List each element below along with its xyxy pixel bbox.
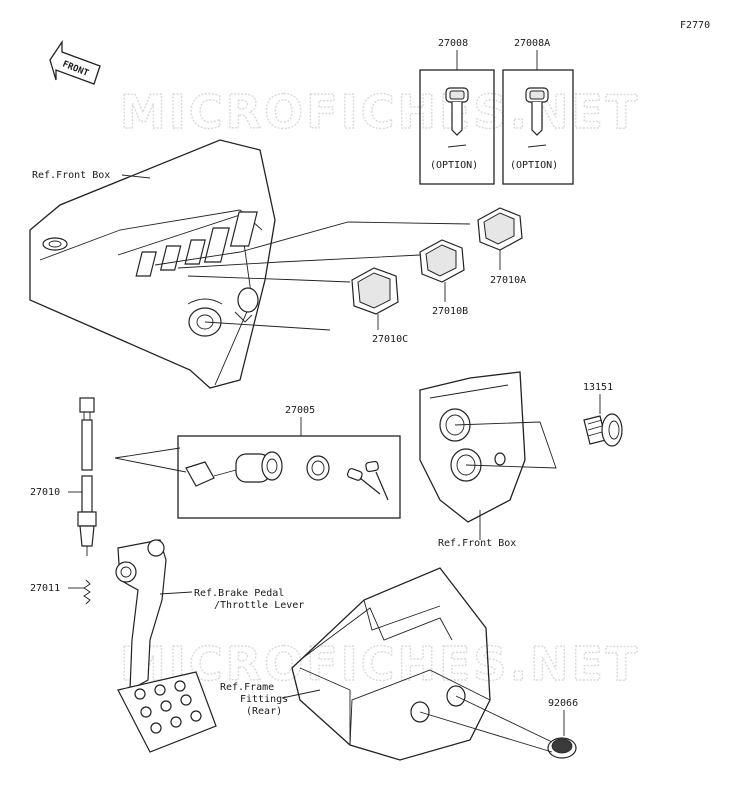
front-box-lower [419,371,526,523]
label-27005: 27005 [285,405,315,416]
brake-switch-27010 [77,397,97,556]
label-27010C: 27010C [372,334,408,345]
ref-brake-pedal-line2: /Throttle Lever [214,600,304,611]
rocker-switch-27010B [419,239,465,302]
option-label-27008: (OPTION) [430,160,478,171]
label-27010B: 27010B [432,306,468,317]
ref-front-box-top: Ref.Front Box [32,170,110,181]
watermark-bottom: MICROFICHES.NET [120,637,640,691]
label-27010: 27010 [30,487,60,498]
ref-front-box-bottom: Ref.Front Box [438,538,516,549]
ref-brake-pedal-line1: Ref.Brake Pedal [194,588,284,599]
key-box-27008 [419,69,495,185]
option-label-27008A: (OPTION) [510,160,558,171]
rocker-switch-27010A [477,207,523,270]
frame-fittings-rear [291,567,491,761]
rocker-switch-27010C [351,267,399,330]
pedal-pad-holes [134,680,202,734]
label-27008A: 27008A [514,38,550,49]
label-92066: 92066 [548,698,578,709]
front-arrow-icon: FRONT [49,39,101,85]
cap-92066 [547,737,577,759]
spring-27011 [83,579,91,605]
label-13151: 13151 [583,382,613,393]
label-27011: 27011 [30,583,60,594]
ref-frame-line2: Fittings [240,694,288,705]
ref-frame-line1: Ref.Frame [220,682,274,693]
socket-13151 [583,413,623,447]
ignition-switch-box [177,435,401,519]
brake-pedal [115,539,217,753]
label-27008: 27008 [438,38,468,49]
key-box-27008A [502,69,574,185]
diagram-id: F2770 [680,20,710,31]
ref-frame-line3: (Rear) [246,706,282,717]
watermark-top: MICROFICHES.NET [120,85,640,139]
label-27010A: 27010A [490,275,526,286]
